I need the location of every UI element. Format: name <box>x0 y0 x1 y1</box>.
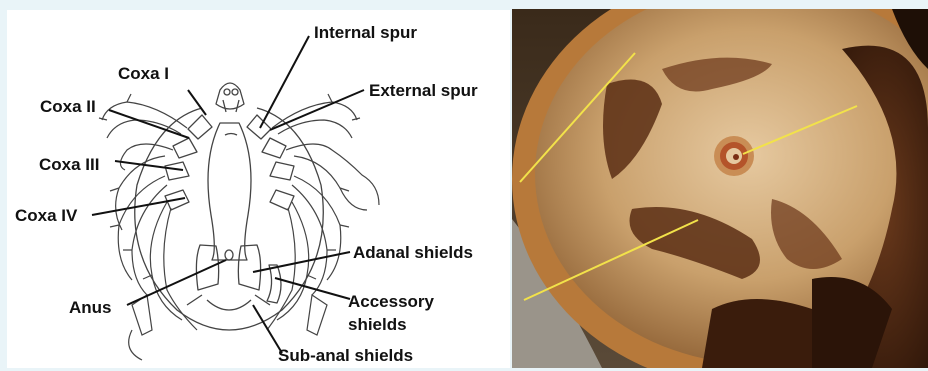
label-adanal-shields: Adanal shields <box>353 243 473 262</box>
tick-photo-panel <box>512 9 928 368</box>
tick-macro-photo <box>512 9 928 368</box>
label-coxa-iv: Coxa IV <box>15 206 78 225</box>
label-external-spur: External spur <box>369 81 478 100</box>
label-anus: Anus <box>69 298 112 317</box>
label-accessory-shields-line1: Accessory <box>348 292 435 311</box>
label-internal-spur: Internal spur <box>314 23 417 42</box>
tick-line-drawing: Internal spur Coxa I External spur Coxa … <box>7 10 510 368</box>
label-accessory-shields-line2: shields <box>348 315 407 334</box>
label-coxa-i: Coxa I <box>118 64 169 83</box>
label-coxa-ii: Coxa II <box>40 97 96 116</box>
label-sub-anal-shields: Sub-anal shields <box>278 346 413 365</box>
tick-diagram-panel: Internal spur Coxa I External spur Coxa … <box>7 10 510 368</box>
tick-legs <box>99 94 379 360</box>
label-coxa-iii: Coxa III <box>39 155 99 174</box>
